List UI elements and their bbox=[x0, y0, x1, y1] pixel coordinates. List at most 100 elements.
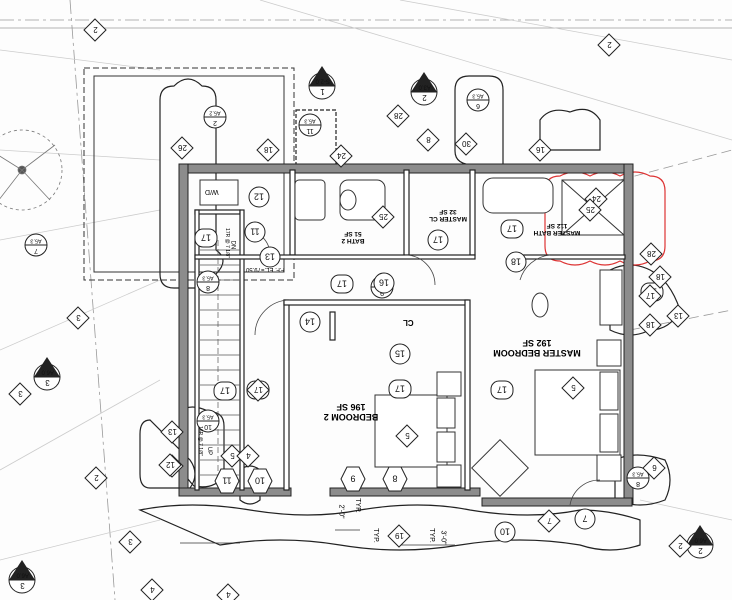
typ-label-1: TYP. bbox=[353, 498, 361, 513]
window-tag-num: 10 bbox=[255, 475, 265, 485]
keynote-num: 18 bbox=[646, 320, 655, 329]
dimension-3ft: 3'-0" bbox=[439, 530, 447, 545]
keynote-num: 3 bbox=[76, 313, 81, 322]
detail-marker-sheet: A5.3 bbox=[472, 92, 483, 98]
room-bedroom2: BEDROOM 2 196 SF bbox=[316, 402, 386, 422]
keynote-diamond: 18 bbox=[648, 265, 672, 289]
window-tag: 9 bbox=[340, 466, 366, 492]
dimension-2ft: 2'-0" bbox=[337, 504, 345, 519]
room-master-cl-name: MASTER CL bbox=[429, 215, 467, 222]
keynote-num: 30 bbox=[462, 139, 471, 148]
keynote-diamond: 2 bbox=[597, 33, 621, 57]
door-tag-num: 7 bbox=[582, 513, 587, 523]
keynote-diamond: 5 bbox=[561, 376, 585, 400]
section-marker: 3 A6.0 bbox=[33, 357, 61, 391]
room-bedroom2-name: BEDROOM 2 bbox=[323, 412, 379, 422]
keynote-num: 17 bbox=[646, 291, 655, 300]
keynote-diamond: 4 bbox=[236, 444, 260, 468]
door-tag-num: 11 bbox=[250, 226, 259, 236]
section-marker: 2A6.0 bbox=[686, 525, 714, 559]
detail-marker-num: 11 bbox=[306, 127, 313, 134]
keynote-diamond: 13 bbox=[666, 304, 690, 328]
keynote-num: 3 bbox=[18, 389, 23, 398]
keynote-num: 5 bbox=[405, 431, 410, 440]
door-tag: 7 bbox=[574, 508, 596, 530]
stair-dn-label: DN bbox=[229, 240, 236, 250]
keynote-diamond: 5 bbox=[395, 424, 419, 448]
keynote-diamond: 18 bbox=[256, 138, 280, 162]
washer-dryer-label: W/D bbox=[205, 188, 219, 195]
window-tag-num: 8 bbox=[392, 473, 397, 483]
keynote-diamond: 3 bbox=[8, 382, 32, 406]
wall-tag: 17 bbox=[194, 228, 218, 248]
wall-tag: 17 bbox=[490, 380, 514, 400]
tree-symbol bbox=[0, 129, 63, 211]
keynote-num: 3 bbox=[128, 537, 133, 546]
wall-tag-num: 17 bbox=[201, 232, 211, 242]
detail-marker-sheet: A5.3 bbox=[30, 237, 41, 243]
keynote-num: 26 bbox=[178, 143, 187, 152]
section-marker-sheet: A6.0 bbox=[41, 369, 54, 375]
keynote-diamond: 7 bbox=[537, 509, 561, 533]
section-marker: 3A6.0 bbox=[8, 560, 36, 594]
section-marker-num: 3 bbox=[45, 378, 50, 387]
section-marker-num: 3 bbox=[20, 581, 25, 590]
keynote-num: 16 bbox=[536, 145, 545, 154]
keynote-num: 4 bbox=[226, 590, 231, 599]
deck-outline bbox=[83, 67, 295, 281]
stair-up-label: UP bbox=[206, 446, 213, 456]
keynote-num: 28 bbox=[647, 249, 656, 258]
riser-note-dn: 17R @ 7 1/8" bbox=[223, 228, 230, 258]
keynote-num: 19 bbox=[395, 531, 404, 540]
detail-marker: 6 A5.3 bbox=[466, 88, 490, 112]
keynote-diamond: 4 bbox=[216, 583, 240, 600]
finish-floor-elevation: F.F. EL.=79.50 bbox=[246, 266, 285, 272]
room-bedroom2-area: 196 SF bbox=[336, 402, 366, 412]
door-tag: 17 bbox=[427, 229, 449, 251]
keynote-diamond: 6 bbox=[642, 456, 666, 480]
keynote-num: 2 bbox=[94, 473, 99, 482]
section-marker: 1S-2.0 bbox=[308, 66, 336, 100]
keynote-diamond: 2 bbox=[668, 534, 692, 558]
keynote-diamond: 4 bbox=[140, 578, 164, 600]
keynote-diamond: 24 bbox=[329, 144, 353, 168]
room-master-bedroom-area: 192 SF bbox=[522, 338, 552, 348]
keynote-diamond: 17 bbox=[638, 284, 662, 308]
section-marker-num: 2 bbox=[698, 546, 703, 555]
keynote-diamond: 25 bbox=[578, 198, 602, 222]
keynote-num: 24 bbox=[337, 151, 346, 160]
bed-master bbox=[534, 339, 622, 482]
keynote-num: 12 bbox=[166, 460, 175, 469]
detail-marker-num: 7 bbox=[34, 247, 38, 254]
door-tag-num: 15 bbox=[395, 348, 405, 358]
wall-tag-num: 17 bbox=[497, 384, 507, 394]
keynote-diamond: 5 bbox=[220, 444, 244, 468]
door-tag: 18 bbox=[505, 251, 527, 273]
wall-tag-num: 17 bbox=[337, 278, 347, 288]
door-tag: 10 bbox=[494, 521, 516, 543]
bath-fixtures bbox=[199, 177, 625, 326]
keynote-num: 2 bbox=[678, 541, 683, 550]
door-tag-num: 17 bbox=[433, 234, 443, 244]
lounge-chair bbox=[471, 439, 529, 497]
keynote-num: 28 bbox=[394, 111, 403, 120]
detail-marker-sheet: A5.3 bbox=[202, 274, 213, 280]
window-tag-num: 9 bbox=[350, 473, 355, 483]
keynote-num: 25 bbox=[586, 205, 595, 214]
keynote-num: 18 bbox=[264, 145, 273, 154]
room-bath2-name: BATH 2 bbox=[341, 237, 365, 244]
wall-tag: 17 bbox=[213, 381, 237, 401]
keynote-num: 2 bbox=[607, 40, 612, 49]
detail-marker-num: 8 bbox=[636, 480, 640, 487]
keynote-diamond: 3 bbox=[66, 306, 90, 330]
door-tag-num: 13 bbox=[265, 251, 275, 261]
wall-tag-num: 17 bbox=[220, 385, 230, 395]
keynote-diamond: 3 bbox=[118, 530, 142, 554]
detail-marker-num: 10 bbox=[204, 423, 212, 430]
keynote-num: 6 bbox=[652, 463, 657, 472]
section-marker-sheet: A3.0 bbox=[418, 84, 431, 90]
detail-marker-num: 6 bbox=[476, 102, 480, 109]
